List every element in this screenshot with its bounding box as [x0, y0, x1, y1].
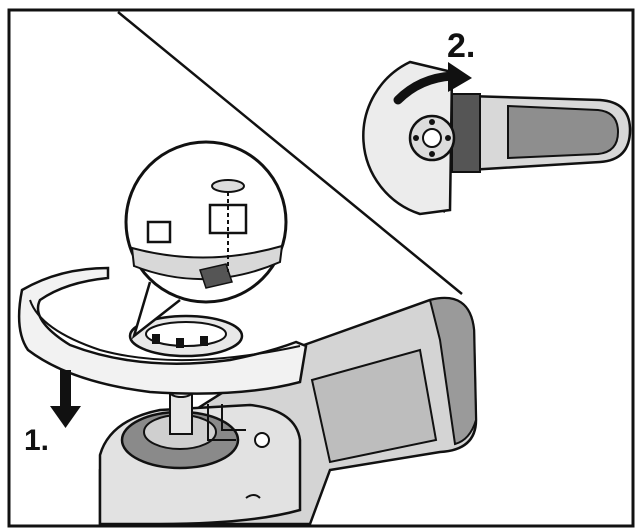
step-1-label: 1.	[24, 424, 49, 457]
guard-notch-marker	[207, 404, 236, 441]
rotate-arrow-icon	[393, 62, 472, 105]
detail-lower-band	[130, 244, 284, 281]
detail-slot	[146, 220, 172, 244]
wheel-guard	[17, 266, 308, 395]
handle-grip	[507, 104, 620, 160]
wheel-guard-top-body	[362, 60, 454, 216]
guard-tab	[176, 338, 184, 348]
panel-divider	[117, 11, 463, 295]
flange-hole	[445, 135, 451, 141]
step-2-panel: 2.	[362, 27, 632, 216]
step-2-label: 2.	[447, 27, 475, 65]
guard-notch-marker	[221, 404, 246, 431]
callout-pointer	[131, 281, 181, 340]
body-screw	[245, 494, 261, 499]
spindle-shaft	[169, 391, 193, 435]
spindle-center-top	[422, 128, 442, 148]
figure-frame	[7, 8, 635, 528]
guard-tab	[152, 334, 160, 344]
wheel-guard-rim	[29, 299, 301, 362]
detail-marker	[211, 179, 245, 193]
grinder-grip-panel	[310, 348, 438, 464]
grinder-rear-shading	[428, 297, 478, 446]
arrow-down-icon	[50, 370, 81, 428]
lock-button	[254, 432, 270, 448]
guard-tab	[200, 336, 208, 346]
step-1-panel: 1.	[17, 140, 478, 526]
flange-hole	[429, 151, 435, 157]
flange-hole	[413, 135, 419, 141]
flange-hole	[429, 119, 435, 125]
detail-notch	[199, 263, 233, 289]
grinder-collar-top	[451, 93, 481, 173]
